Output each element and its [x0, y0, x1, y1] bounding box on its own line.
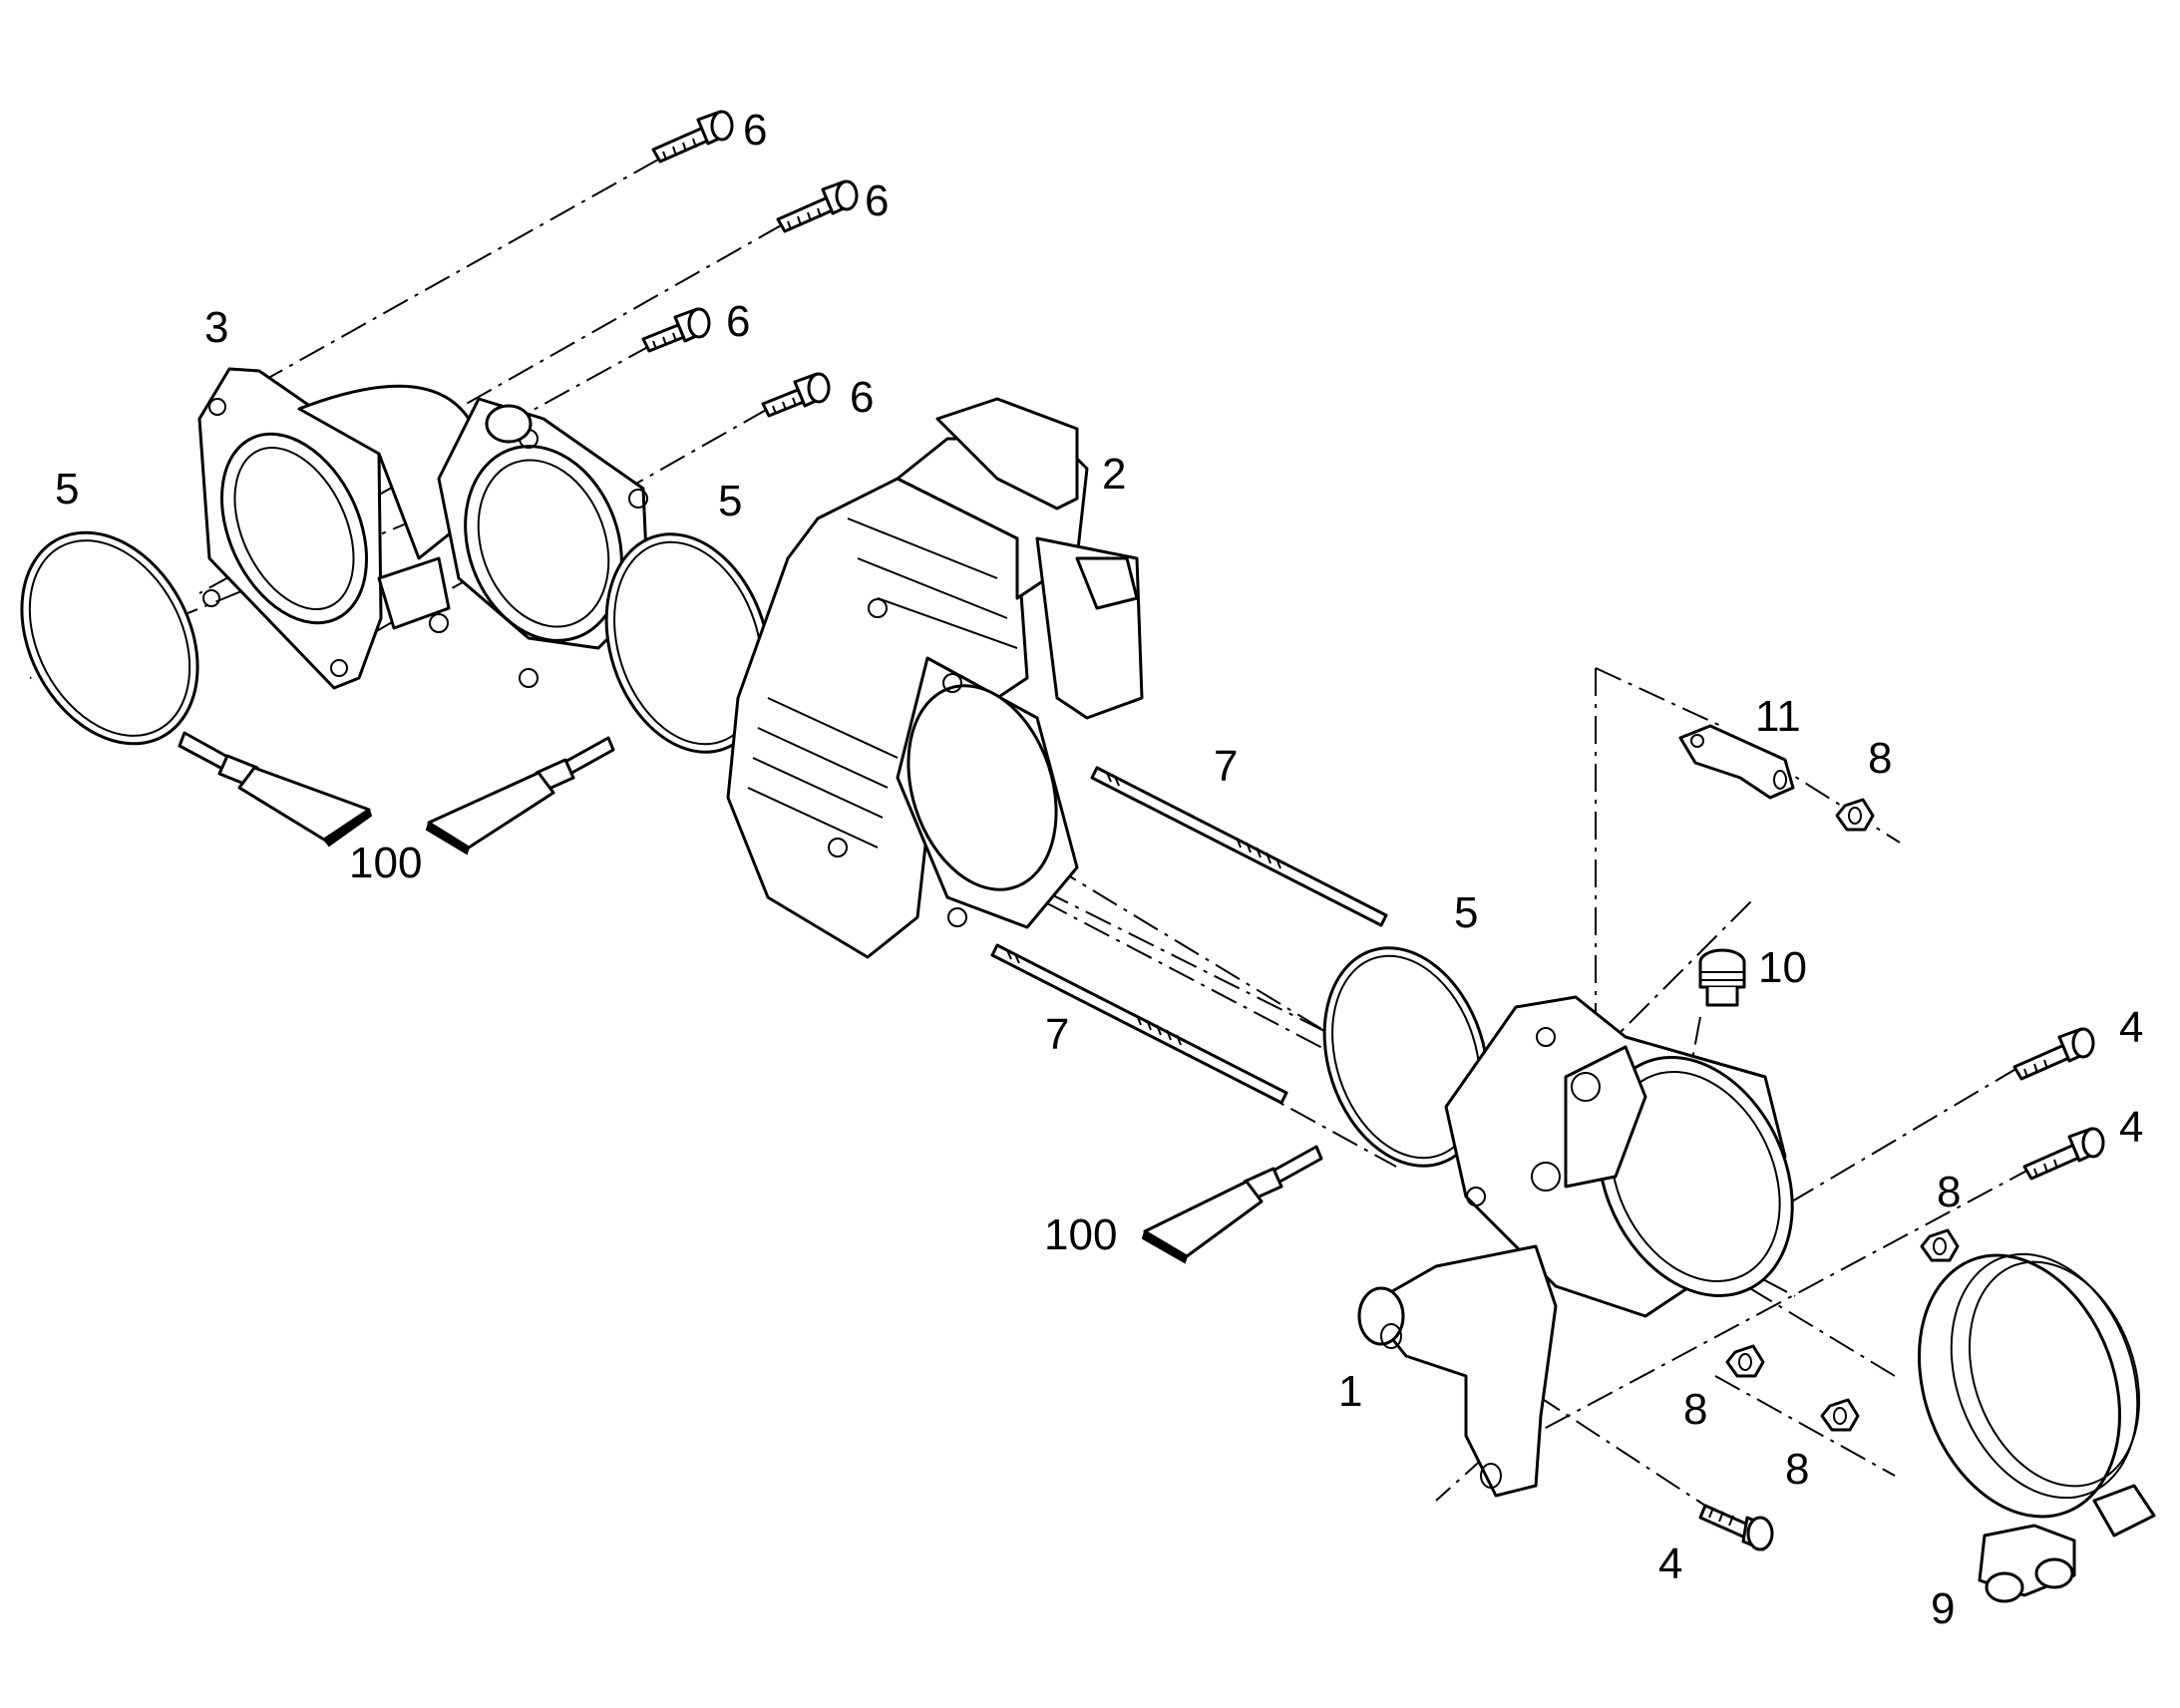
callout-7-lower: 7: [1045, 1010, 1069, 1059]
bolt-4-c: [1698, 1504, 1774, 1551]
part-2-actuator-body: [726, 397, 1144, 959]
callout-5-right: 5: [1454, 888, 1478, 937]
callout-1: 1: [1338, 1367, 1362, 1416]
sealant-tube-100-right: [1141, 1145, 1323, 1264]
callout-8-top: 8: [1868, 734, 1892, 783]
callout-8-right: 8: [1937, 1168, 1961, 1216]
o-ring-5-left: [20, 530, 199, 746]
callout-labels: 1 2 3 4 4 4 5 5 5 6 6 6 6 7 7 8 8 8 8 9 …: [55, 106, 2143, 1633]
bolt-4-a: [2012, 1027, 2095, 1081]
part-11-bracket: [1678, 724, 1795, 800]
nut-8-a: [1835, 798, 1875, 832]
nut-8-d: [1820, 1398, 1860, 1432]
nut-8-c: [1725, 1344, 1765, 1378]
callout-10: 10: [1758, 943, 1807, 992]
callout-6-a: 6: [743, 106, 767, 155]
stud-7-upper: [1090, 766, 1388, 927]
callout-100-left: 100: [349, 839, 422, 887]
callout-3: 3: [204, 303, 228, 352]
callout-6-c: 6: [726, 297, 750, 346]
callout-9: 9: [1931, 1584, 1955, 1633]
callout-4-top: 4: [2119, 1003, 2143, 1052]
part-9-v-band-clamp: [1917, 1252, 2156, 1603]
callout-7-upper: 7: [1214, 742, 1238, 791]
callout-5-middle: 5: [718, 477, 742, 525]
nut-8-b: [1920, 1228, 1960, 1262]
callout-11: 11: [1755, 692, 1801, 741]
callout-4-bottom: 4: [1658, 1539, 1682, 1588]
callout-5-left: 5: [55, 465, 79, 513]
callout-100-right: 100: [1044, 1210, 1117, 1259]
bolt-4-b: [2022, 1127, 2105, 1181]
part-1-outlet-housing: [1357, 995, 1794, 1498]
sealant-tube-100-left: [178, 731, 373, 848]
callout-8-lower-left: 8: [1683, 1385, 1707, 1434]
bolt-6-d: [761, 372, 831, 418]
part-10-plug: [1698, 948, 1746, 1007]
stud-7-lower: [990, 943, 1288, 1105]
callout-8-lower: 8: [1785, 1445, 1809, 1494]
part-3-elbow-flange: [197, 367, 650, 690]
callout-2: 2: [1102, 450, 1126, 499]
bolt-6-c: [641, 307, 711, 353]
callout-6-b: 6: [865, 176, 889, 225]
callout-4-middle: 4: [2119, 1103, 2143, 1152]
bolt-6-a: [651, 110, 734, 164]
sealant-tube-100-middle: [425, 736, 615, 855]
bolt-6-b: [776, 179, 859, 233]
o-ring-5-middle: [604, 532, 772, 754]
callout-6-d: 6: [850, 373, 874, 422]
